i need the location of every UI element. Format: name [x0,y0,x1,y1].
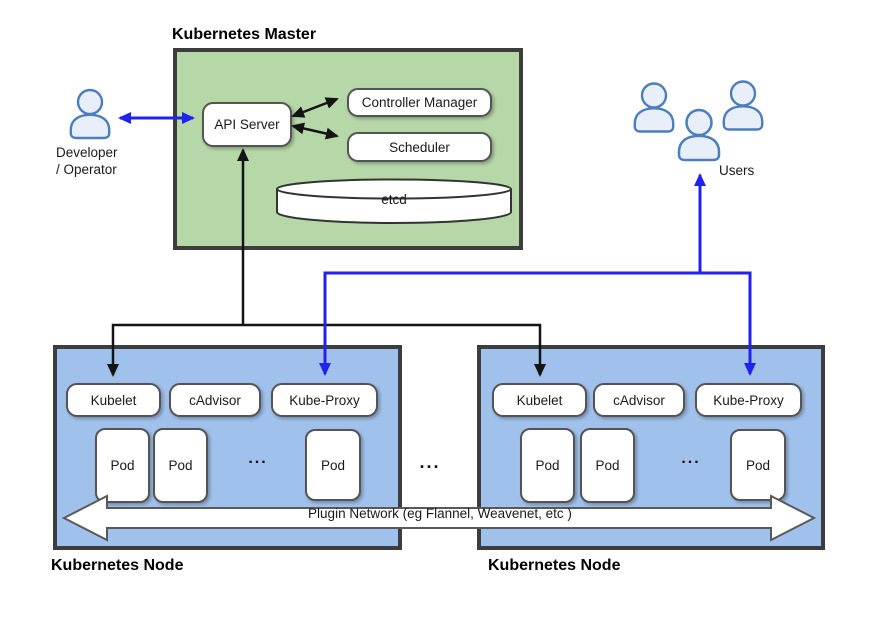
pod-box: Pod [730,429,786,501]
kube-proxy-box: Kube-Proxy [271,383,378,417]
kubernetes-node-left-box: Kubelet cAdvisor Kube-Proxy Pod Pod ... … [53,345,402,550]
pod-box: Pod [305,429,361,501]
cadvisor-box: cAdvisor [593,383,685,417]
users-icon-back-left [633,82,675,133]
plugin-network-label: Plugin Network (eg Flannel, Weavenet, et… [308,506,572,521]
developer-operator-icon [69,88,111,140]
pod-box: Pod [580,428,635,503]
cadvisor-box: cAdvisor [169,383,261,417]
pod-box: Pod [520,428,575,503]
nodes-gap-ellipsis: ... [419,452,441,472]
pods-ellipsis: ... [681,450,701,467]
developer-label-line2: / Operator [56,162,117,177]
developer-label-line1: Developer [56,145,118,160]
etcd-label: etcd [381,192,407,207]
users-icon-front [677,108,721,162]
kubelet-box: Kubelet [66,383,161,417]
pods-ellipsis: ... [248,450,268,467]
kubernetes-master-box: API Server Controller Manager Scheduler [173,48,523,250]
node-right-label: Kubernetes Node [488,557,621,574]
pod-box: Pod [95,428,150,503]
node-left-label: Kubernetes Node [51,557,184,574]
users-icon-back-right [722,80,764,131]
kubelet-box: Kubelet [492,383,587,417]
users-label: Users [719,163,755,178]
api-server-box: API Server [202,102,292,147]
scheduler-box: Scheduler [347,132,492,162]
master-title: Kubernetes Master [172,26,317,43]
controller-manager-box: Controller Manager [347,88,492,117]
kube-proxy-box: Kube-Proxy [695,383,802,417]
developer-label: Developer / Operator [56,144,156,178]
pod-box: Pod [153,428,208,503]
